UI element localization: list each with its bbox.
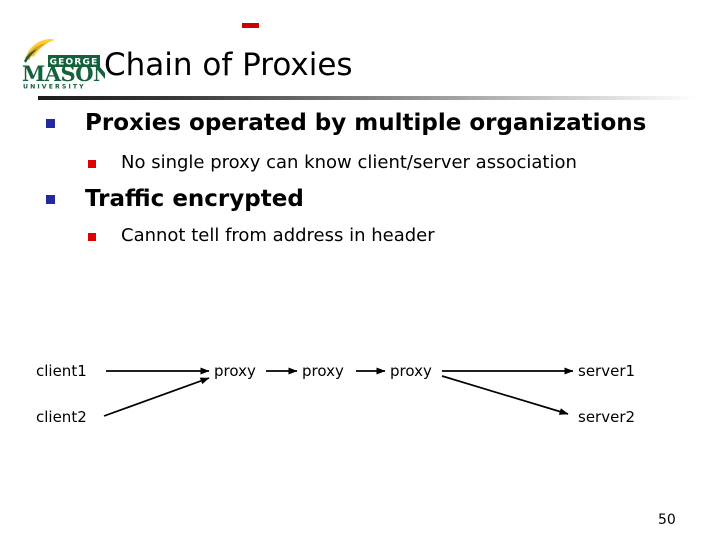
bullet-level2: Cannot tell from address in header bbox=[88, 225, 435, 247]
gmu-logo: GEORGE MASON UNIVERSITY bbox=[17, 38, 112, 91]
edge-client2-proxy1 bbox=[103, 377, 210, 417]
diagram-node-server2: server2 bbox=[578, 408, 636, 426]
diagram-node-proxy1: proxy bbox=[214, 362, 256, 380]
bullet-level2-label: Cannot tell from address in header bbox=[121, 225, 435, 246]
title-divider bbox=[38, 96, 698, 100]
bullet-level2: No single proxy can know client/server a… bbox=[88, 152, 577, 174]
bullet-square-icon bbox=[46, 119, 55, 128]
diagram-node-proxy3: proxy bbox=[390, 362, 432, 380]
logo-word-university: UNIVERSITY bbox=[23, 84, 86, 91]
page-number: 50 bbox=[658, 512, 676, 528]
bullet-square-icon bbox=[88, 160, 96, 168]
bullet-square-icon bbox=[88, 233, 96, 241]
bullet-level2-label: No single proxy can know client/server a… bbox=[121, 152, 577, 173]
bullet-level1: Proxies operated by multiple organizatio… bbox=[46, 110, 646, 137]
bullet-level1: Traffic encrypted bbox=[46, 186, 304, 213]
diagram-node-server1: server1 bbox=[578, 362, 636, 380]
bullet-level1-label: Traffic encrypted bbox=[85, 186, 304, 212]
proxy-chain-diagram: client1 client2 proxy proxy proxy server… bbox=[0, 340, 720, 450]
bullet-level1-label: Proxies operated by multiple organizatio… bbox=[85, 110, 647, 136]
logo-word-georgetop: GEORGE bbox=[50, 58, 99, 68]
diagram-node-client2: client2 bbox=[36, 408, 87, 426]
diagram-node-proxy2: proxy bbox=[302, 362, 344, 380]
red-accent-dash bbox=[242, 23, 259, 28]
bullet-square-icon bbox=[46, 195, 55, 204]
diagram-arrows bbox=[103, 367, 574, 417]
edge-proxy3-server2 bbox=[441, 375, 569, 415]
page-title: Chain of Proxies bbox=[104, 47, 353, 83]
diagram-node-client1: client1 bbox=[36, 362, 87, 380]
logo-word-mason: MASON bbox=[22, 61, 105, 86]
